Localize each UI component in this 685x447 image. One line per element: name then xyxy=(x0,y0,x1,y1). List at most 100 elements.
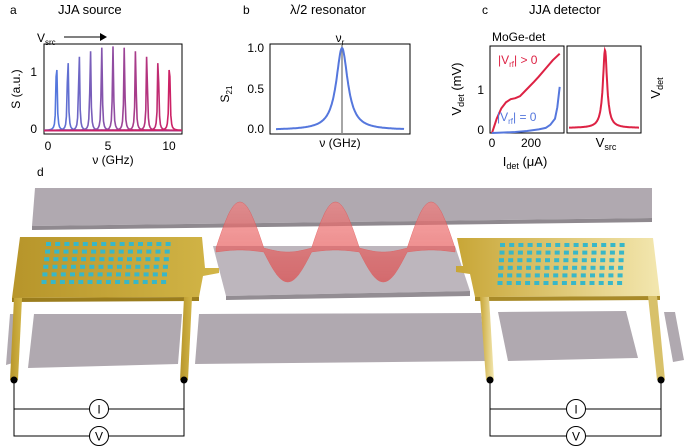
panel-c-title: JJA detector xyxy=(529,2,601,17)
junction-cell xyxy=(153,264,159,269)
junction-cell xyxy=(581,265,587,270)
junction-cell xyxy=(507,265,513,270)
junction-cell xyxy=(608,273,614,278)
junction-cell xyxy=(617,273,623,278)
panel-a-ylabel: S (a.u.) xyxy=(9,69,23,108)
junction-cell xyxy=(97,272,103,277)
junction-cell xyxy=(562,273,568,278)
junction-cell xyxy=(601,243,607,247)
panel-b-ytick-0: 0.0 xyxy=(247,122,264,136)
panel-a-arrow-head xyxy=(100,33,107,41)
junction-cell xyxy=(69,280,75,284)
panel-c-label-rf-off: |Vrf| = 0 xyxy=(497,110,537,126)
panel-a-xtick-0: 0 xyxy=(45,139,52,153)
junction-cell xyxy=(498,265,504,270)
junction-cell xyxy=(619,243,625,247)
panel-b-axes-frame xyxy=(269,43,411,135)
panel-b-ytick-1: 1.0 xyxy=(247,41,264,55)
junction-cell xyxy=(125,272,131,277)
junction-cell xyxy=(152,272,158,277)
junction-cell xyxy=(618,258,624,263)
junction-cell xyxy=(591,250,597,255)
junction-cell xyxy=(517,250,523,255)
junction-cell xyxy=(90,257,96,262)
junction-cell xyxy=(545,258,550,263)
junction-cell xyxy=(618,265,624,270)
panel-b-letter: b xyxy=(243,3,250,17)
junction-cell xyxy=(42,272,48,277)
junction-cell xyxy=(592,243,597,247)
junction-cell xyxy=(70,264,76,269)
panel-b-peak-label: νr xyxy=(336,31,345,47)
panel-c-curve-rf-off xyxy=(491,86,561,134)
junction-cell xyxy=(508,258,514,263)
junction-cell xyxy=(572,265,578,270)
panel-a-letter: a xyxy=(10,3,17,17)
junction-cell xyxy=(138,242,143,246)
junction-cell xyxy=(133,280,139,284)
junction-cell xyxy=(507,273,513,278)
junction-cell xyxy=(81,249,87,254)
junction-cell xyxy=(45,249,51,254)
junction-cell xyxy=(107,264,113,269)
panel-c-label-rf-on: |Vrf| > 0 xyxy=(498,53,538,69)
junction-cell xyxy=(50,280,56,284)
junction-cell xyxy=(109,249,115,254)
panel-c-curve-rf-on xyxy=(491,52,561,134)
junction-cell xyxy=(116,272,121,277)
panel-b-ylabel: S21 xyxy=(218,85,234,102)
panel-b-xlabel: ν (GHz) xyxy=(319,136,360,150)
junction-cell xyxy=(590,265,596,270)
panel-d-letter: d xyxy=(37,165,44,179)
junction-cell xyxy=(554,250,560,255)
junction-cell xyxy=(100,249,106,254)
junction-cell xyxy=(515,281,521,285)
junction-cell xyxy=(527,250,533,255)
junction-cell xyxy=(598,281,604,285)
junction-cell xyxy=(162,272,167,277)
junction-cell xyxy=(151,280,157,284)
junction-cell xyxy=(518,243,524,247)
junction-cell xyxy=(117,257,123,262)
junction-cell xyxy=(552,281,558,285)
junction-cell xyxy=(87,280,93,284)
panel-a-xlabel: ν (GHz) xyxy=(92,153,133,167)
junction-cell xyxy=(543,281,549,285)
junction-cell xyxy=(500,243,505,247)
junction-cell xyxy=(589,281,595,285)
junction-cell xyxy=(580,273,586,278)
source-ammeter xyxy=(89,399,109,419)
junction-cell xyxy=(145,257,151,262)
panel-b-title: λ/2 resonator xyxy=(290,2,367,17)
panel-a-ytick-0: 0 xyxy=(30,122,37,136)
junction-cell xyxy=(526,258,532,263)
junction-cell xyxy=(115,280,121,284)
junction-cell xyxy=(617,281,623,285)
junction-cell xyxy=(608,265,614,270)
junction-cell xyxy=(499,258,504,263)
junction-cell xyxy=(59,280,65,284)
panel-d: d xyxy=(6,165,684,446)
junction-cell xyxy=(79,272,85,277)
panel-c-letter: c xyxy=(482,3,488,17)
junction-cell xyxy=(571,281,577,285)
junction-cell xyxy=(600,250,606,255)
junction-cell xyxy=(46,242,51,246)
junction-cell xyxy=(147,242,153,246)
junction-cell xyxy=(599,265,605,270)
junction-cell xyxy=(54,249,60,254)
junction-cell xyxy=(609,258,615,263)
panel-c-xtick-200: 200 xyxy=(521,136,541,150)
junction-cell xyxy=(561,281,567,285)
junction-cell xyxy=(53,257,59,262)
junction-cell xyxy=(516,273,522,278)
bottom-ground-left xyxy=(28,314,182,368)
jja-source-pad-edge xyxy=(12,297,199,302)
junction-cell xyxy=(581,258,587,263)
panel-b: b λ/2 resonator νr 1.0 0.5 0.0 ν (GHz) S… xyxy=(218,2,411,150)
junction-cell xyxy=(600,258,606,263)
source-voltmeter xyxy=(89,426,109,446)
junction-cell xyxy=(71,257,77,262)
jja-detector-array xyxy=(497,243,625,285)
junction-cell xyxy=(110,242,116,246)
